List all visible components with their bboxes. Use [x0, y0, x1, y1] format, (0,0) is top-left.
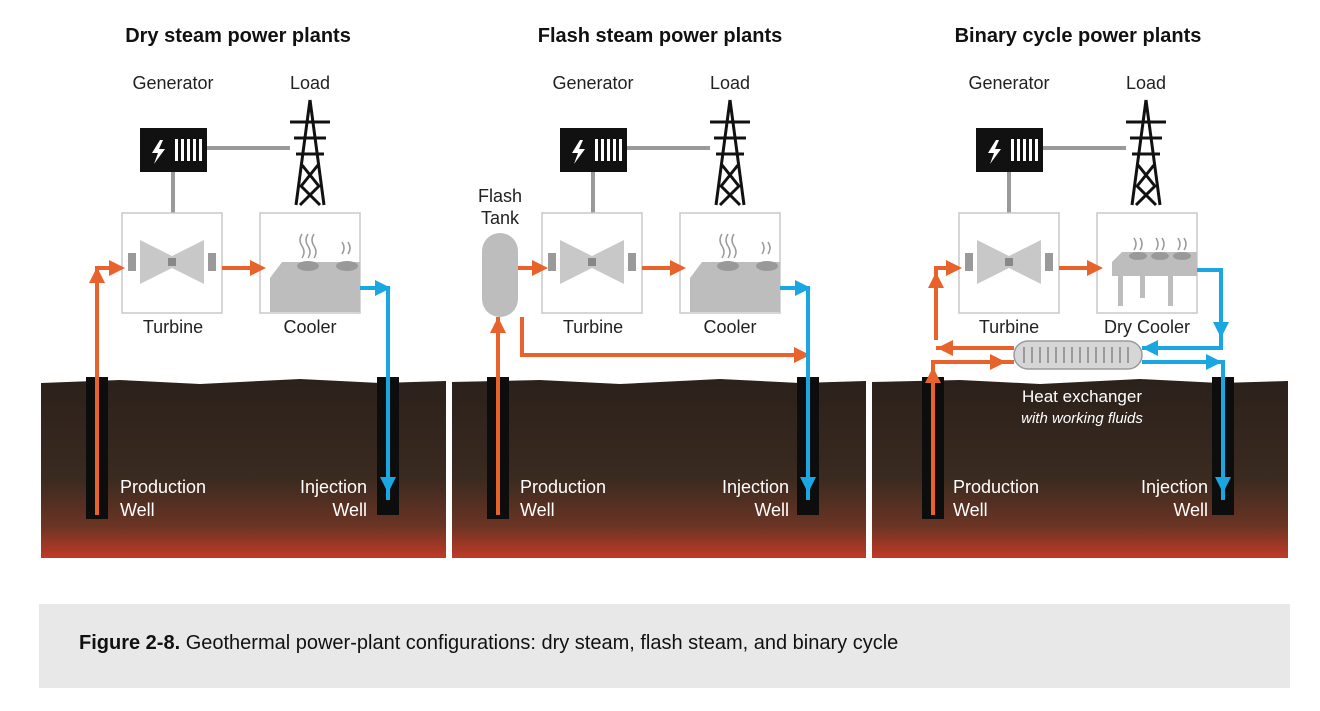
heat-exchanger-label: Heat exchanger — [1022, 387, 1142, 406]
injection-label: Injection — [722, 477, 789, 497]
figure-caption-box: Figure 2-8. Geothermal power-plant confi… — [39, 604, 1290, 688]
load-label: Load — [290, 73, 330, 93]
load-label: Load — [710, 73, 750, 93]
production-label: Production — [120, 477, 206, 497]
flash-tank — [482, 233, 518, 317]
dry-cooler-label: Dry Cooler — [1104, 317, 1190, 337]
heat-exchanger-sublabel: with working fluids — [1021, 410, 1143, 427]
ground — [452, 379, 866, 558]
geothermal-diagram: Dry steam power plants Generator Load — [41, 25, 1288, 558]
injection-label-2: Well — [1173, 500, 1208, 520]
cooler-label: Cooler — [703, 317, 756, 337]
generator-icon — [560, 128, 627, 172]
production-label: Production — [953, 477, 1039, 497]
power-pylon-icon — [290, 99, 330, 207]
turbine-box — [958, 212, 1060, 314]
load-label: Load — [1126, 73, 1166, 93]
panel-title: Dry steam power plants — [125, 25, 351, 47]
turbine-icon — [965, 240, 1053, 284]
ground — [41, 379, 446, 558]
figure-number: Figure 2-8. — [79, 632, 181, 654]
injection-label-2: Well — [754, 500, 789, 520]
turbine-box — [541, 212, 643, 314]
power-pylon-icon — [710, 99, 750, 207]
flash-tank-label: Flash — [478, 186, 522, 206]
turbine-icon — [128, 240, 216, 284]
cooling-tower-icon — [690, 233, 780, 312]
generator-icon — [140, 128, 207, 172]
panel-title: Flash steam power plants — [538, 25, 783, 47]
production-label-2: Well — [120, 500, 155, 520]
production-label: Production — [520, 477, 606, 497]
generator-icon — [976, 128, 1043, 172]
power-pylon-icon — [1126, 99, 1166, 207]
cooling-tower-icon — [270, 233, 360, 312]
generator-label: Generator — [132, 73, 213, 93]
flash-tank-label-2: Tank — [481, 208, 520, 228]
ground — [872, 379, 1288, 558]
generator-label: Generator — [968, 73, 1049, 93]
panel-dry-steam: Dry steam power plants Generator Load — [41, 25, 446, 558]
production-label-2: Well — [520, 500, 555, 520]
cooler-label: Cooler — [283, 317, 336, 337]
panel-binary-cycle: Binary cycle power plants Generator Load — [872, 25, 1288, 558]
generator-label: Generator — [552, 73, 633, 93]
working-fluid-path — [934, 266, 959, 340]
figure-caption: Figure 2-8. Geothermal power-plant confi… — [79, 632, 898, 655]
injection-label: Injection — [1141, 477, 1208, 497]
turbine-label: Turbine — [143, 317, 203, 337]
figure-caption-text: Geothermal power-plant configurations: d… — [180, 632, 899, 654]
panel-flash-steam: Flash steam power plants Generator Load … — [452, 25, 866, 558]
heat-exchanger-icon — [1013, 340, 1143, 370]
panel-title: Binary cycle power plants — [955, 25, 1202, 47]
turbine-label: Turbine — [563, 317, 623, 337]
injection-label-2: Well — [332, 500, 367, 520]
production-label-2: Well — [953, 500, 988, 520]
turbine-label: Turbine — [979, 317, 1039, 337]
dry-cooler-icon — [1112, 237, 1197, 306]
turbine-icon — [548, 240, 636, 284]
injection-label: Injection — [300, 477, 367, 497]
